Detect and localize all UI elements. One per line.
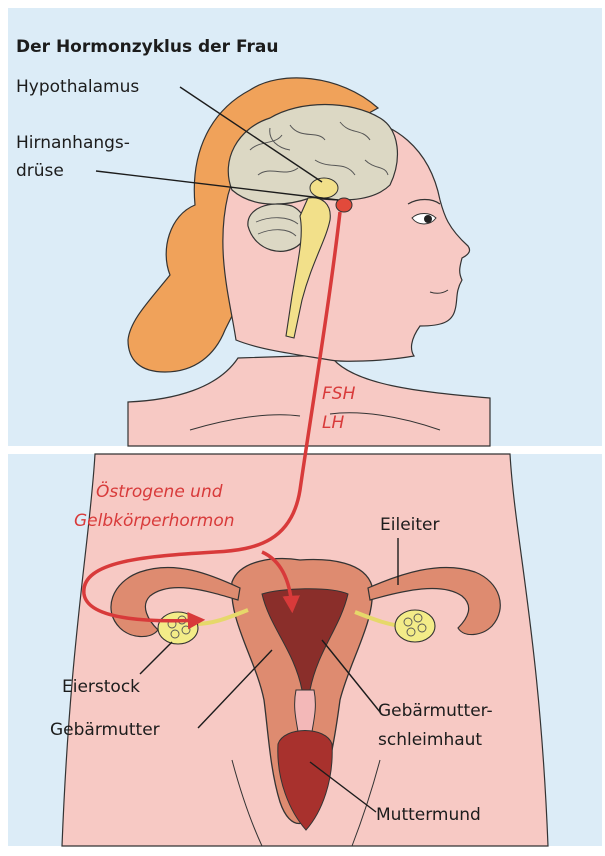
label-schleimhaut-line1: Gebärmutter-	[378, 701, 493, 721]
hypothalamus-shape	[310, 178, 338, 198]
ovary-left	[158, 612, 198, 644]
label-fsh: FSH	[322, 384, 356, 404]
label-eierstock: Eierstock	[62, 677, 140, 697]
diagram-title: Der Hormonzyklus der Frau	[16, 37, 278, 57]
label-hypothalamus: Hypothalamus	[16, 77, 139, 97]
eye-pupil	[424, 215, 432, 223]
label-hirnanhangs-line2: drüse	[16, 161, 64, 181]
label-oestrogene-line2: Gelbkörperhormon	[74, 511, 235, 531]
label-lh: LH	[322, 413, 344, 433]
label-schleimhaut-line2: schleimhaut	[378, 730, 482, 750]
pituitary-gland	[336, 198, 352, 212]
label-gebaermutter: Gebärmutter	[50, 720, 160, 740]
label-hirnanhangs-line1: Hirnanhangs-	[16, 133, 130, 153]
label-muttermund: Muttermund	[376, 805, 481, 825]
label-oestrogene-line1: Östrogene und	[96, 480, 223, 502]
label-eileiter: Eileiter	[380, 515, 439, 535]
